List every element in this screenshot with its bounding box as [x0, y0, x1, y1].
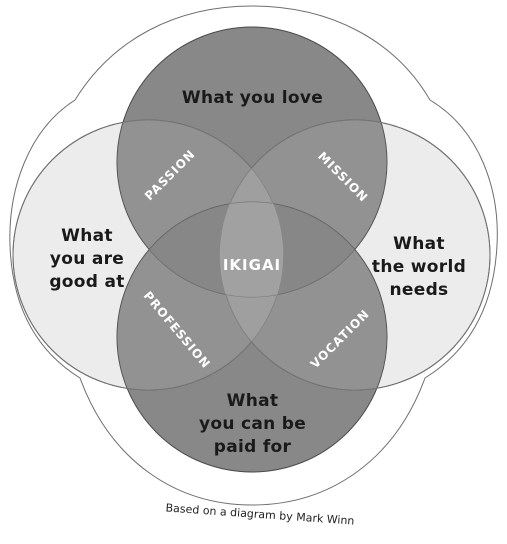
- world-needs-circle-outline: [219, 119, 491, 391]
- paid-for-circle: [116, 201, 388, 473]
- good-at-label: What you are good at: [49, 226, 125, 292]
- good-at-circle-outline: [12, 119, 284, 391]
- world-needs-label: What the world needs: [371, 234, 467, 300]
- paid-for-label: What you can be paid for: [198, 391, 307, 457]
- ikigai-center-label: IKIGAI: [222, 256, 282, 274]
- love-label: What you love: [181, 88, 324, 108]
